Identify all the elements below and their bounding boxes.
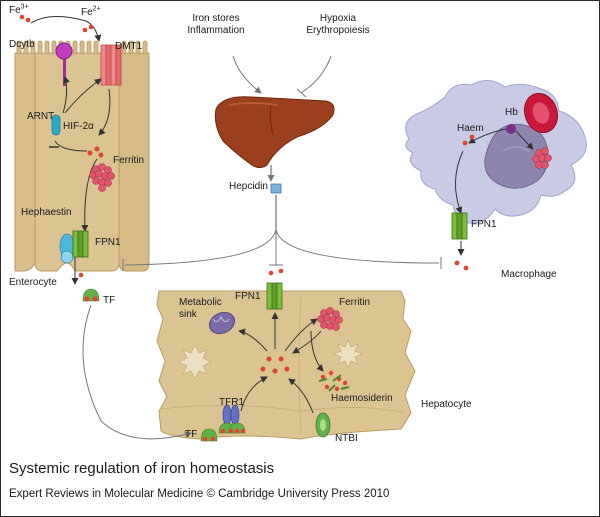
dcytb-protein [55,42,73,86]
hephaestin-protein [59,233,75,264]
mitochondrion [208,311,236,335]
ferritin-hepatocyte-label: Ferritin [339,297,371,308]
haem-molecule [506,124,516,134]
dcytb-label: Dcytb [9,39,35,50]
haemosiderin-label: Haemosiderin [331,393,393,404]
ferritin-enterocyte-cluster [89,163,115,192]
ntbi-carrier [315,412,331,438]
hepcidin-label: Hepcidin [229,181,268,192]
hepatocyte-label: Hepatocyte [421,399,472,410]
dmt1-label: DMT1 [115,41,143,52]
enterocyte-label: Enterocyte [9,277,57,288]
hepatocyte-iron-dots [260,268,290,374]
tfr1-receptor [218,404,246,434]
fpn1-enterocyte-channel [72,230,89,258]
macrophage-cell [405,80,587,224]
hepatocyte-arrows [238,312,324,414]
regulator-arrows [232,55,332,98]
fpn1-enterocyte-label: FPN1 [95,237,121,248]
iron-stores-label: Iron stores Inflammation [187,13,245,36]
ferritin-enterocyte-label: Ferritin [113,155,145,166]
hephaestin-label: Hephaestin [21,207,72,218]
figure-credit: Expert Reviews in Molecular Medicine © C… [9,488,390,500]
arnt-label: ARNT [27,111,55,122]
transferrin-bottom [200,428,218,442]
hepatocyte-vesicles [178,338,364,380]
figure-title: Systemic regulation of iron homeostasis [9,460,275,477]
enterocyte-iron-dots [19,14,104,278]
liver [214,96,335,169]
tf-bottom-label: TF [185,429,198,440]
macrophage-iron-dots [454,134,475,271]
tf-top-label: TF [103,295,116,306]
enterocyte-arrows [30,16,111,285]
fpn1-macrophage-channel [451,212,468,240]
haemosiderin-aggregate [318,370,350,392]
haem-label: Haem [457,123,484,134]
hif-label: HIF-2α [63,121,94,132]
microvilli [16,40,148,55]
ntbi-label: NTBI [335,433,358,444]
transferrin-top [82,288,100,302]
fe3-label: Fe3+ [9,3,29,16]
tfr1-label: TFR1 [219,397,244,408]
fpn1-hepatocyte-channel [266,282,283,310]
hepcidin-molecule [270,183,282,194]
fpn1-hepatocyte-label: FPN1 [235,291,261,302]
ferritin-hepatocyte-cluster [317,307,343,331]
macrophage-label: Macrophage [501,269,557,280]
hypoxia-label: Hypoxia Erythropoiesis [306,13,370,36]
dmt1-transporter [100,44,122,86]
hif2a-protein [51,114,61,136]
fe2-label: Fe2+ [81,5,101,18]
tf-circulation-arrow [82,304,192,440]
ferritin-macrophage-cluster [532,147,552,169]
hepcidin-inhibition-lines [122,228,442,271]
metabolic-sink-label: Metabolic sink [179,297,222,320]
hb-label: Hb [505,107,518,118]
fpn1-macrophage-label: FPN1 [471,219,497,230]
red-blood-cell [523,92,559,134]
macrophage-arrows [454,128,534,256]
